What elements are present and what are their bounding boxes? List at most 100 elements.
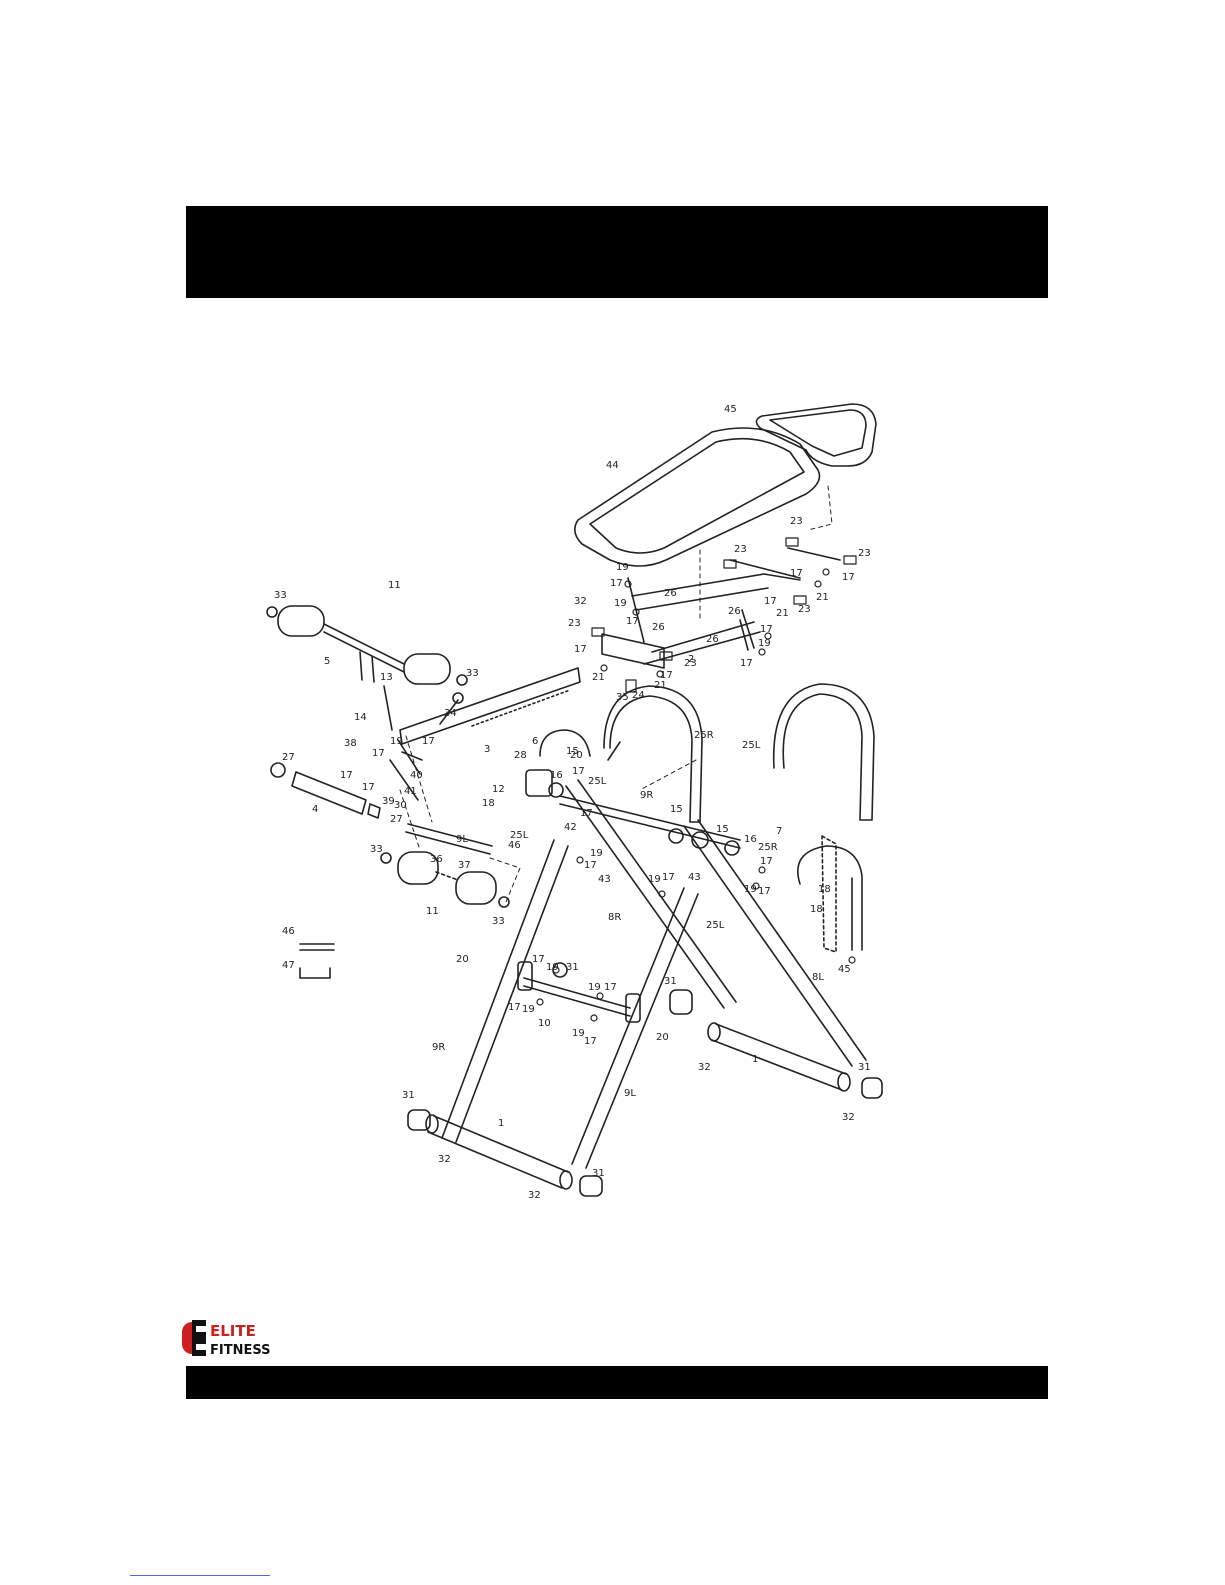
handle-left [772,683,875,821]
footer-link-underline [130,1575,270,1576]
part-label: 36 [430,854,443,865]
rear-leg-right [565,779,737,1009]
part-label: 19 [614,598,627,609]
part-label: 25L [706,920,725,931]
part-label: 1 [752,1054,758,1065]
part-label: 24 [632,690,645,701]
part-label: 17 [340,770,353,781]
part-label: 26 [706,634,719,645]
part-label: 23 [568,618,581,629]
part-label: 17 [362,782,375,793]
header-bar [186,206,1048,298]
part-label: 25R [758,842,778,853]
part-label: 31 [592,1168,605,1179]
part-label: 17 [584,1036,597,1047]
part-label: 47 [282,960,295,971]
part-label: 25L [588,776,607,787]
part-label: 17 [626,616,639,627]
part-label: 42 [564,822,577,833]
part-label: 19 [390,736,403,747]
part-label: 26 [728,606,741,617]
part-label: 17 [842,572,855,583]
part-label: 17 [604,982,617,993]
part-label: 19 [616,562,629,573]
part-labels: 45 44 23 23 23 23 23 23 19 19 19 17 17 1… [274,404,871,1201]
part-label: 32 [698,1062,711,1073]
part-label: 27 [282,752,295,763]
part-label: 45 [838,964,851,975]
part-label: 17 [422,736,435,747]
part-label: 33 [274,590,287,601]
part-label: 31 [664,976,677,987]
part-label: 37 [458,860,471,871]
part-label: 23 [684,658,697,669]
part-label: 17 [584,860,597,871]
part-label: 19 [648,874,661,885]
part-label: 13 [380,672,393,683]
part-label: 41 [404,786,417,797]
ankle-tube [291,771,367,815]
part-label: 17 [572,766,585,777]
part-label: 2 [688,654,694,665]
logo-fitness: FITNESS [210,1343,271,1358]
hex-key-tool [299,967,331,979]
part-label: 16 [744,834,757,845]
part-label: 17 [760,856,773,867]
part-label: 17 [574,644,587,655]
part-label: 20 [456,954,469,965]
rear-leg-left [683,819,867,1067]
part-label: 25L [742,740,761,751]
part-label: 23 [858,548,871,559]
part-label: 23 [790,516,803,527]
part-label: 17 [790,568,803,579]
part-label: 17 [662,872,675,883]
part-label: 10 [538,1018,551,1029]
headrest-pad [755,403,877,467]
part-label: 8L [812,972,824,983]
part-label: 27 [390,814,403,825]
part-label: 19 [572,1028,585,1039]
part-label: 21 [816,592,829,603]
part-label: 43 [688,872,701,883]
part-label: 18 [810,904,823,915]
front-leg-left [571,887,699,1169]
part-label: 23 [798,604,811,615]
foam-roller-upper-right [403,653,451,685]
part-label: 15 [566,746,579,757]
part-label: 15 [716,824,729,835]
part-label: 17 [660,670,673,681]
logo-elite: ELITE [210,1322,256,1340]
part-label: 9R [640,790,653,801]
part-label: 46 [508,840,521,851]
part-label: 28 [514,750,527,761]
part-label: 45 [724,404,737,415]
part-label: 6 [532,736,538,747]
part-label: 9L [456,834,468,845]
part-label: 31 [402,1090,415,1101]
base-tube-front [427,1115,569,1189]
part-label: 19 [522,1004,535,1015]
base-tube-rear [711,1023,847,1091]
front-leg-right [441,839,569,1143]
part-label: 25R [694,730,714,741]
part-label: 33 [370,844,383,855]
part-label: 9L [624,1088,636,1099]
wrench-tool [299,943,335,951]
part-label: 25L [510,830,529,841]
cross-brace [523,977,631,1017]
foam-roller-lower-left [397,851,439,885]
part-label: 23 [734,544,747,555]
part-label: 34 [444,708,457,719]
part-label: 17 [758,886,771,897]
part-label: 4 [312,804,318,815]
handle-right [603,685,703,823]
part-label: 18 [482,798,495,809]
part-label: 32 [528,1190,541,1201]
part-label: 17 [508,1002,521,1013]
part-label: 17 [372,748,385,759]
part-label: 35 [616,692,629,703]
part-label: 17 [764,596,777,607]
part-label: 19 [546,962,559,973]
part-label: 17 [580,808,593,819]
part-label: 39 [382,796,395,807]
